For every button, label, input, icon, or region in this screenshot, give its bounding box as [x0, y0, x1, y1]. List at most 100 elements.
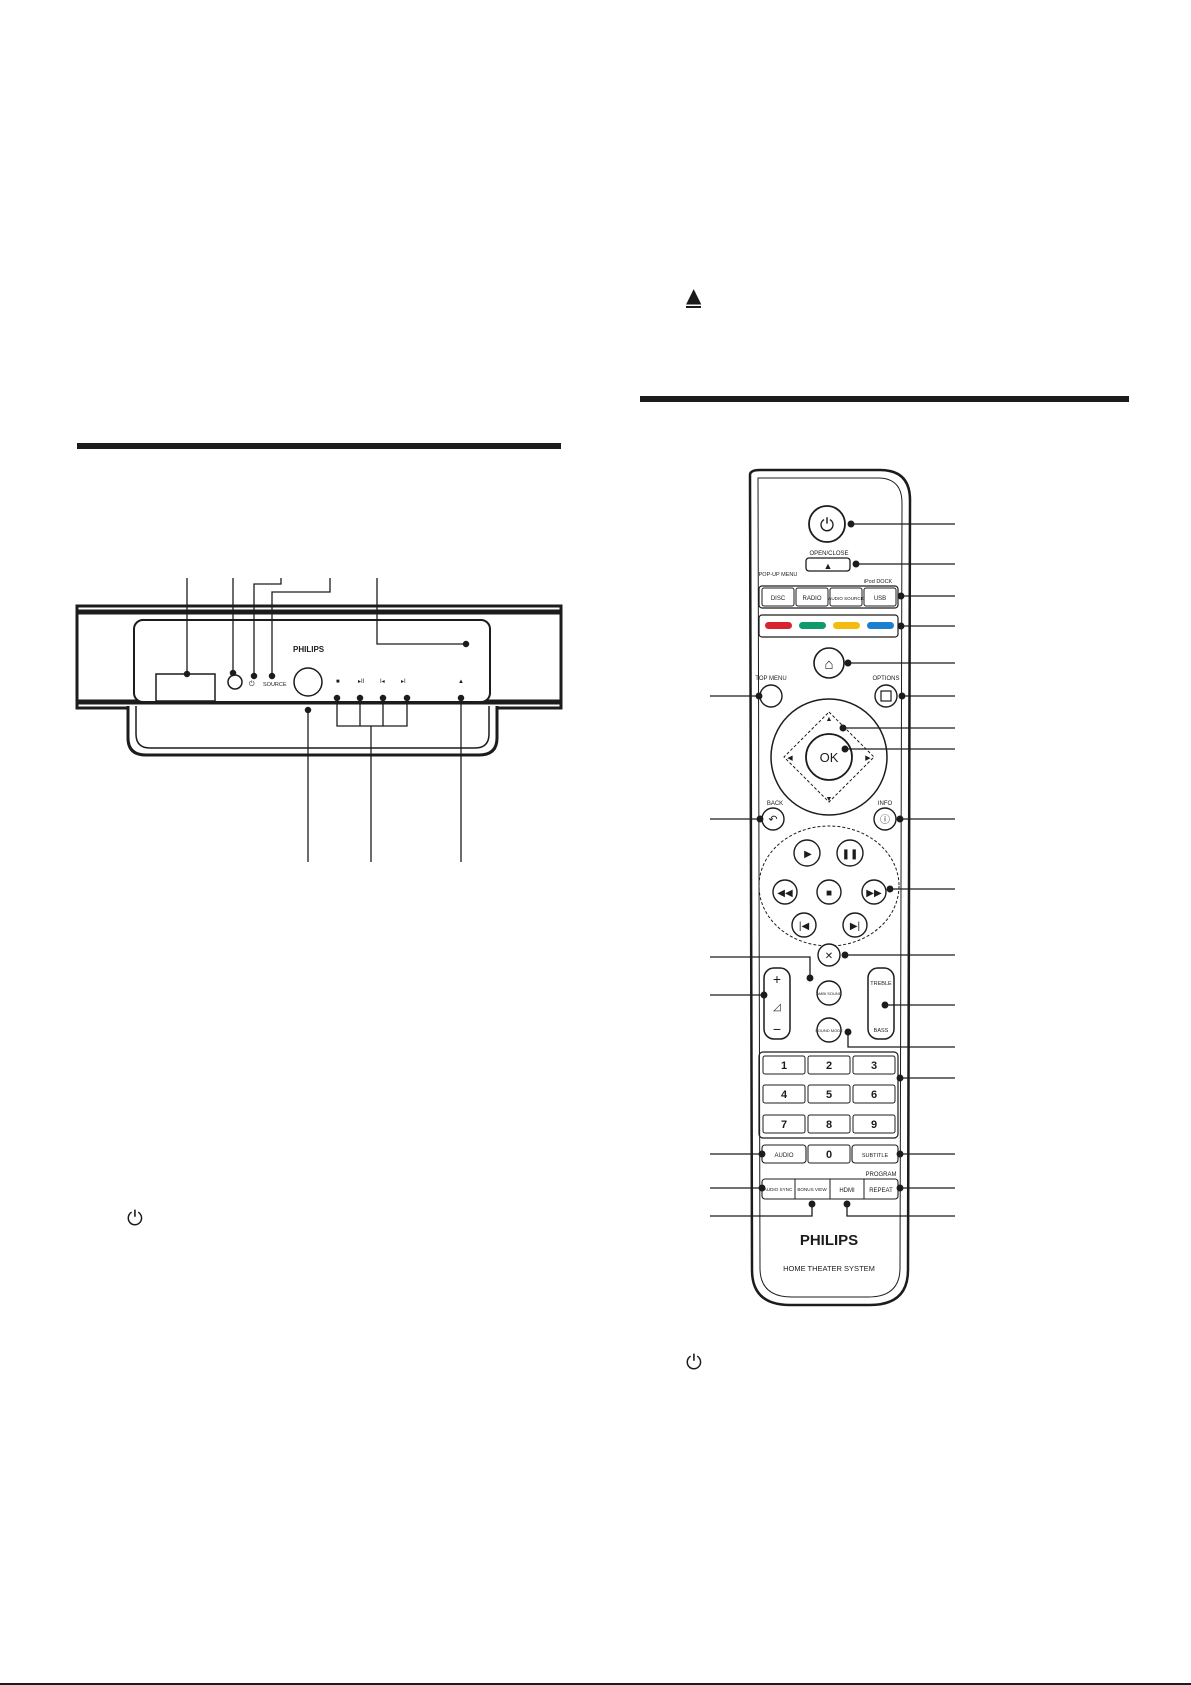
footer-rule: [0, 1683, 1191, 1685]
next-button[interactable]: [842, 912, 868, 938]
home-icon: ⌂: [824, 656, 833, 673]
prev-mark: I◂: [380, 679, 385, 685]
key-0-label: 0: [826, 1149, 832, 1161]
forward-icon: ▶▶: [866, 888, 882, 899]
volume-rocker[interactable]: [763, 967, 791, 1040]
open-close-label: OPEN/CLOSE: [809, 551, 848, 557]
key-6-label: 6: [871, 1089, 877, 1101]
blue-button[interactable]: [867, 622, 894, 629]
remote-product-label: HOME THEATER SYSTEM: [783, 1264, 875, 1273]
disc-button[interactable]: [761, 587, 795, 607]
treble-label: TREBLE: [870, 981, 892, 987]
nav-right-icon: ▶: [865, 755, 871, 762]
key-8[interactable]: [807, 1114, 851, 1134]
nav-left-icon: ◀: [787, 755, 793, 762]
standby-glyph-left: ⏻: [127, 1206, 143, 1230]
usb-button[interactable]: [863, 587, 897, 607]
key-2-label: 2: [826, 1060, 832, 1072]
volume-icon: ◿: [773, 1002, 781, 1013]
eject-icon: ▲: [824, 561, 833, 571]
sound-mode-label: SOUND MODE: [815, 1028, 843, 1033]
key-4[interactable]: [762, 1084, 806, 1104]
forward-button[interactable]: [861, 879, 887, 905]
key-7[interactable]: [762, 1114, 806, 1134]
info-icon: ⓘ: [880, 814, 890, 826]
yellow-button[interactable]: [833, 622, 860, 629]
source-buttons: [761, 587, 897, 607]
power-icon: ⏻: [820, 515, 834, 535]
ok-button[interactable]: [805, 733, 853, 781]
radio-button[interactable]: [795, 587, 829, 607]
remote-illustration: ⏻ OPEN/CLOSE ▲ POP-UP MENU iPod DOCK DIS…: [710, 468, 955, 1307]
front-panel-illustration: ⏻ SOURCE PHILIPS ■ ▸II I◂ ▸I ▲: [75, 578, 563, 862]
hdmi-label: HDMI: [839, 1188, 855, 1194]
previous-icon: |◀: [799, 921, 810, 932]
remote-brand: PHILIPS: [800, 1232, 858, 1249]
power-button[interactable]: [808, 505, 846, 543]
previous-button[interactable]: [791, 912, 817, 938]
repeat-label: REPEAT: [869, 1188, 893, 1194]
bass-label: BASS: [874, 1028, 889, 1034]
key-2[interactable]: [807, 1055, 851, 1075]
treble-bass-rocker[interactable]: [867, 967, 895, 1040]
audio-sync-label: AUDIO SYNC: [764, 1187, 793, 1192]
ambi-sound-button[interactable]: [816, 980, 842, 1006]
stop-button[interactable]: [816, 879, 842, 905]
open-close-button[interactable]: [805, 557, 851, 572]
ir-sensor: [227, 674, 243, 690]
ipod-dock-label: iPod DOCK: [864, 579, 893, 585]
mute-button[interactable]: [817, 943, 841, 967]
rewind-icon: ◀◀: [777, 888, 793, 899]
sound-mode-button[interactable]: [816, 1017, 842, 1043]
remote-callouts-right: [839, 520, 955, 1217]
radio-label: RADIO: [802, 596, 821, 602]
key-9[interactable]: [852, 1114, 896, 1134]
play-button[interactable]: [793, 839, 821, 867]
back-label: BACK: [767, 801, 783, 807]
key-3-label: 3: [871, 1060, 877, 1072]
eject-glyph: ▲: [686, 283, 702, 308]
info-button[interactable]: [873, 807, 897, 831]
program-label: PROGRAM: [865, 1172, 896, 1178]
playback-buttons: [772, 839, 887, 938]
key-1[interactable]: [762, 1055, 806, 1075]
usb-label: USB: [874, 596, 886, 602]
key-0[interactable]: [807, 1144, 851, 1164]
key-7-label: 7: [781, 1119, 787, 1131]
section-rule-right: [640, 396, 1129, 402]
pause-button[interactable]: [836, 839, 864, 867]
red-button[interactable]: [765, 622, 792, 629]
bottom-row-dividers: [794, 1179, 865, 1199]
top-menu-label: TOP MENU: [755, 676, 786, 682]
front-panel-source-label: SOURCE: [263, 682, 287, 688]
options-button[interactable]: [874, 684, 898, 708]
play-pause-mark: ▸II: [358, 679, 365, 685]
key-6[interactable]: [852, 1084, 896, 1104]
bonus-view-label: BONUS VIEW: [797, 1187, 827, 1192]
key-8-label: 8: [826, 1119, 832, 1131]
options-label: OPTIONS: [872, 676, 899, 682]
number-pad-frame: [758, 1051, 899, 1139]
key-5[interactable]: [807, 1084, 851, 1104]
key-3[interactable]: [852, 1055, 896, 1075]
audio-label: AUDIO: [774, 1153, 793, 1159]
top-menu-button[interactable]: [759, 684, 783, 708]
key-1-label: 1: [781, 1060, 787, 1072]
eject-mark-front: ▲: [458, 679, 464, 685]
next-mark: ▸I: [401, 679, 406, 685]
home-button[interactable]: [813, 647, 845, 679]
volume-knob[interactable]: [293, 667, 323, 697]
green-button[interactable]: [799, 622, 826, 629]
subtitle-label: SUBTITLE: [862, 1153, 889, 1159]
number-pad-keys: [762, 1055, 896, 1134]
front-panel-stand-inner: [135, 706, 490, 749]
back-icon: ↶: [768, 814, 777, 826]
nav-up-icon: ▲: [826, 716, 833, 723]
standby-mark-front: ⏻: [249, 680, 255, 688]
rewind-button[interactable]: [772, 879, 798, 905]
disc-label: DISC: [771, 596, 786, 602]
audio-source-button[interactable]: [829, 587, 863, 607]
key-9-label: 9: [871, 1119, 877, 1131]
stop-icon: ■: [826, 888, 832, 899]
options-icon: [880, 690, 892, 702]
